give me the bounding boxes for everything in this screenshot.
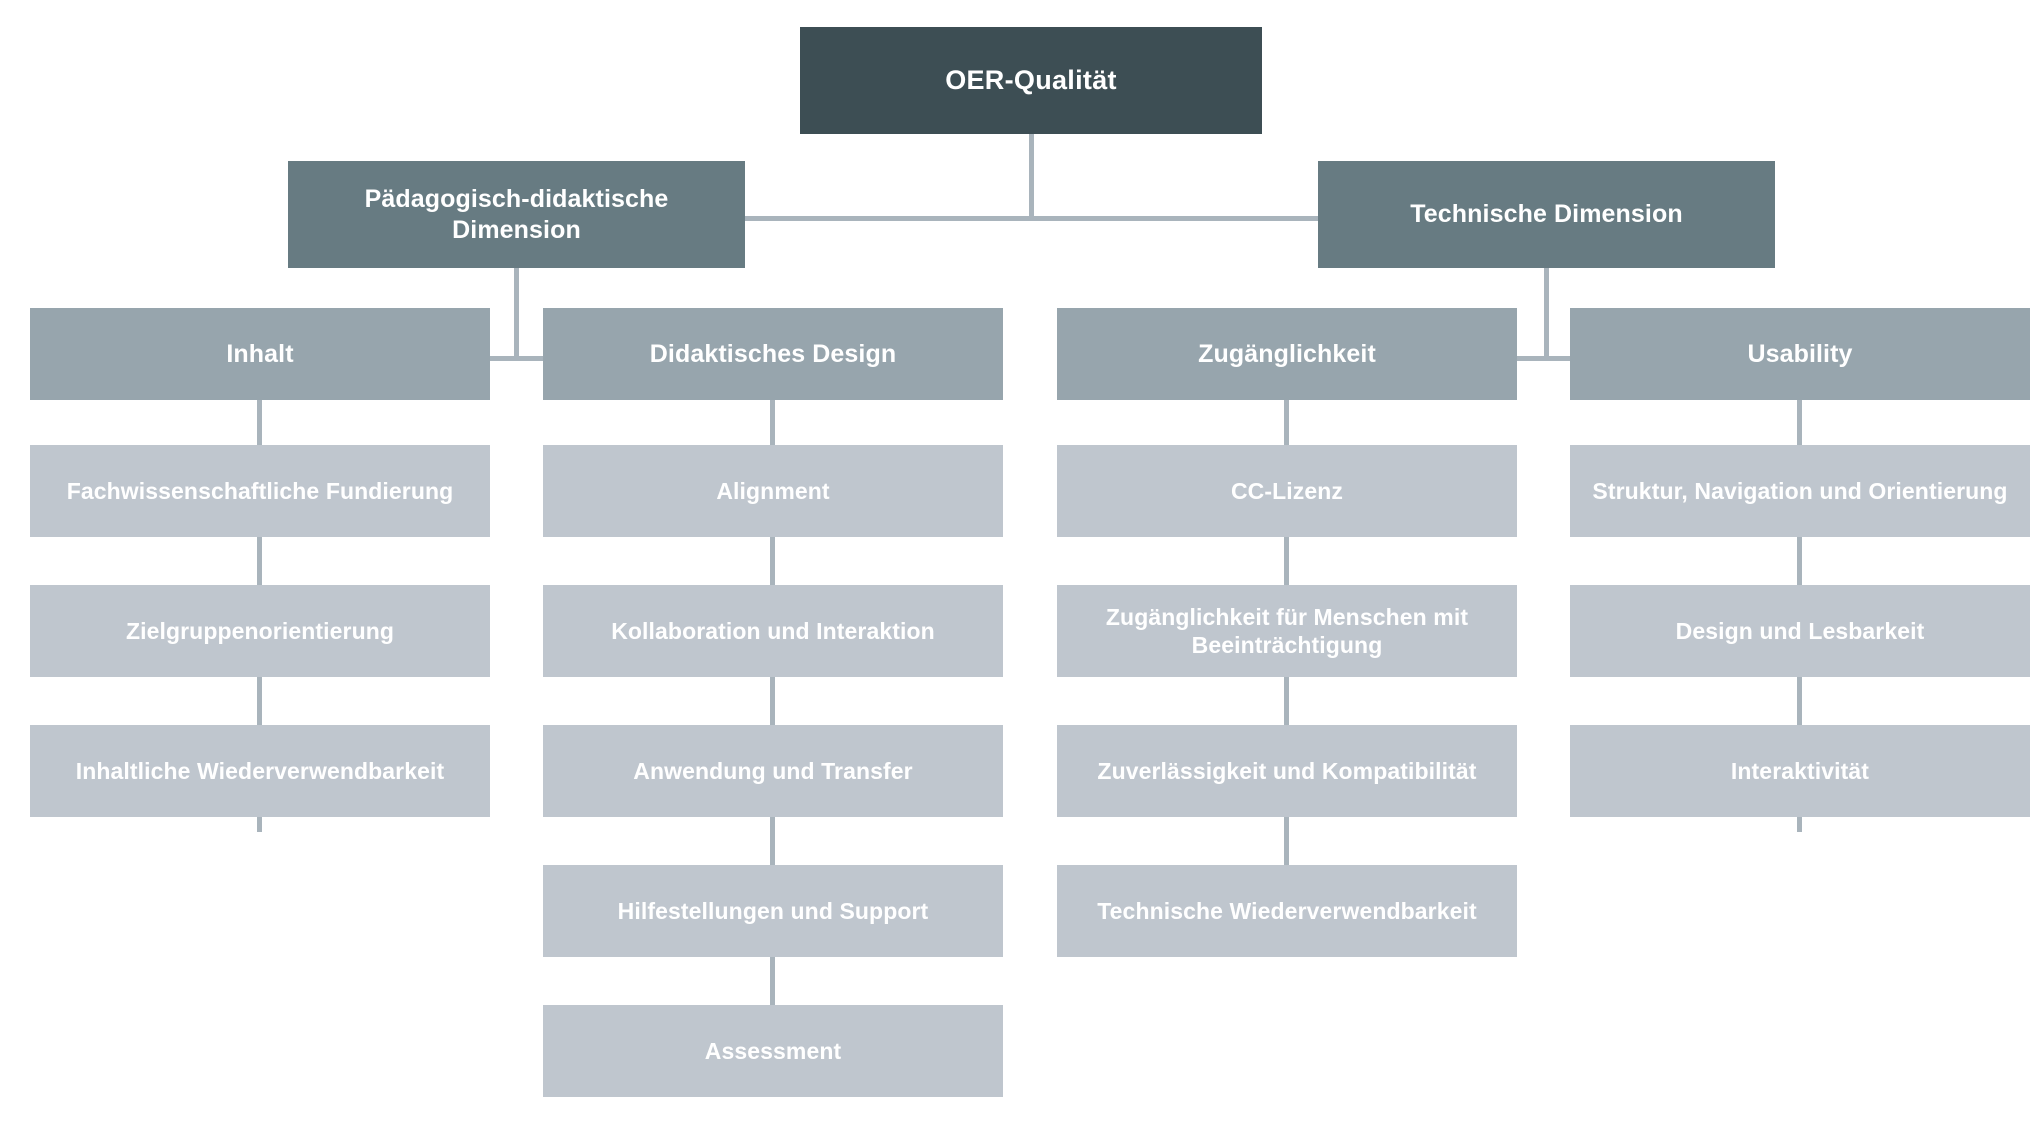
node-category-inhalt[interactable]: Inhalt [30,308,490,400]
node-criterion[interactable]: Technische Wiederverwendbarkeit [1057,865,1517,957]
node-category-zugaenglichkeit[interactable]: Zugänglichkeit [1057,308,1517,400]
node-criterion[interactable]: Zielgruppenorientierung [30,585,490,677]
node-criterion-label: Hilfestellungen und Support [617,897,929,924]
connector-left-category-bus [260,356,773,361]
node-criterion[interactable]: Fachwissenschaftliche Fundierung [30,445,490,537]
node-criterion[interactable]: Anwendung und Transfer [543,725,1003,817]
node-criterion[interactable]: Hilfestellungen und Support [543,865,1003,957]
node-dimension-paedagogisch-didaktische[interactable]: Pädagogisch-didaktische Dimension [288,161,745,268]
node-criterion[interactable]: CC-Lizenz [1057,445,1517,537]
node-category-label: Usability [1747,339,1853,368]
node-root-label: OER-Qualität [945,65,1117,96]
node-category-label: Didaktisches Design [649,339,897,368]
node-category-didaktisches-design[interactable]: Didaktisches Design [543,308,1003,400]
node-criterion-label: Design und Lesbarkeit [1675,617,1925,644]
node-criterion[interactable]: Interaktivität [1570,725,2030,817]
node-criterion-label: Assessment [704,1037,842,1064]
node-criterion[interactable]: Design und Lesbarkeit [1570,585,2030,677]
node-criterion[interactable]: Inhaltliche Wiederverwendbarkeit [30,725,490,817]
node-category-usability[interactable]: Usability [1570,308,2030,400]
node-criterion-label: Technische Wiederverwendbarkeit [1097,897,1477,924]
node-dimension-technische[interactable]: Technische Dimension [1318,161,1775,268]
node-criterion-label: Zielgruppenorientierung [125,617,395,644]
connector-left-dimension-stem [514,268,519,360]
node-criterion-label: Interaktivität [1730,757,1870,784]
node-root-oer-qualitaet[interactable]: OER-Qualität [800,27,1262,134]
node-criterion[interactable]: Zugänglichkeit für Menschen mit Beeinträ… [1057,585,1517,677]
node-criterion[interactable]: Assessment [543,1005,1003,1097]
node-criterion-label: Zuverlässigkeit und Kompatibilität [1097,757,1477,784]
connector-right-dimension-stem [1544,268,1549,360]
node-criterion-label: CC-Lizenz [1230,477,1344,504]
node-criterion-label: Struktur, Navigation und Orientierung [1592,477,2008,504]
node-criterion[interactable]: Zuverlässigkeit und Kompatibilität [1057,725,1517,817]
node-criterion-label: Fachwissenschaftliche Fundierung [66,477,454,504]
node-criterion-label: Zugänglichkeit für Menschen mit Beeinträ… [1105,603,1469,658]
node-category-label: Inhalt [226,339,294,368]
node-criterion-label: Kollaboration und Interaktion [611,617,935,644]
node-criterion-label: Inhaltliche Wiederverwendbarkeit [75,757,445,784]
connector-right-category-bus [1287,356,1800,361]
node-criterion[interactable]: Struktur, Navigation und Orientierung [1570,445,2030,537]
node-criterion-label: Anwendung und Transfer [633,757,913,784]
node-dimension-label: Technische Dimension [1410,200,1683,229]
node-criterion-label: Alignment [716,477,830,504]
connector-dimension-bus [745,216,1318,221]
node-dimension-label: Pädagogisch-didaktische Dimension [364,185,669,244]
connector-root-stem [1029,134,1034,220]
node-criterion[interactable]: Alignment [543,445,1003,537]
node-criterion[interactable]: Kollaboration und Interaktion [543,585,1003,677]
node-category-label: Zugänglichkeit [1198,339,1376,368]
